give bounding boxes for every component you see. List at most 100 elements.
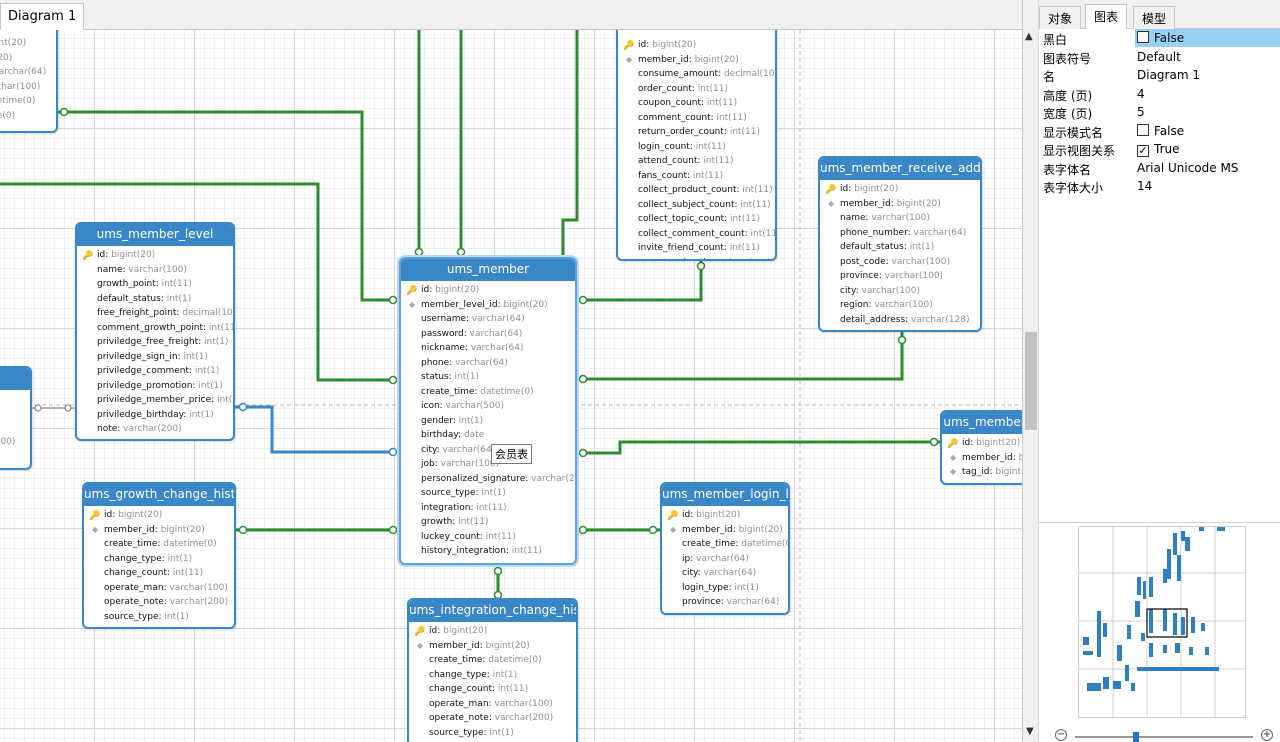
table-column-row[interactable]: change_count: int(11) [84, 566, 234, 581]
table-column-row[interactable]: create_time: datetime(0) [409, 653, 576, 668]
canvas-vertical-scrollbar[interactable] [1023, 0, 1039, 742]
table-ums-member-statistics-info[interactable]: 🔑id: bigint(20)◆member_id: bigint(20)con… [616, 30, 777, 261]
table-column-row[interactable]: integration: int(11) [401, 501, 575, 516]
table-column-row[interactable]: ◆member_level_id: bigint(20) [401, 298, 575, 313]
table-column-row[interactable]: collect_subject_count: int(11) [618, 198, 775, 213]
table-column-row[interactable]: default_status: int(1) [820, 240, 980, 255]
table-column-row[interactable]: 🔑id: bigint(20) [409, 624, 576, 639]
table-column-row[interactable]: growth: int(11) [401, 515, 575, 530]
table-column-row[interactable]: job: varchar(100) [401, 457, 575, 472]
table-column-row[interactable]: operate_note: varchar(200) [409, 711, 576, 726]
table-column-row[interactable]: personalized_signature: varchar(200) [401, 472, 575, 487]
property-value[interactable]: 4 [1137, 87, 1145, 101]
table-title[interactable]: ums_member_receive_address [820, 158, 980, 180]
table-column-row[interactable]: ◆member_id: bigint(20) [662, 523, 788, 538]
table-column-row[interactable]: invite_friend_count: int(11) [618, 241, 775, 256]
table-column-row[interactable]: bigint(20) [0, 36, 56, 51]
table-column-row[interactable]: operate_man: varchar(100) [409, 697, 576, 712]
table-column-row[interactable]: consume_amount: decimal(10, 2) [618, 67, 775, 82]
table-column-row[interactable]: ip: varchar(64) [662, 552, 788, 567]
property-row[interactable]: 高度 (页)4 [1039, 85, 1280, 104]
table-ums-member-level[interactable]: ums_member_level 🔑id: bigint(20)name: var… [75, 222, 235, 441]
zoom-thumb[interactable] [1133, 732, 1139, 742]
table-column-row[interactable]: city: varchar(64) [662, 566, 788, 581]
table-column-row[interactable]: password: varchar(64) [401, 327, 575, 342]
table-ums-member-login-log[interactable]: ums_member_login_log🔑id: bigint(20)◆memb… [660, 482, 790, 615]
table-ums-member[interactable]: ums_member🔑id: bigint(20)◆member_level_i… [399, 257, 577, 565]
table-partial-top-left[interactable]: bigint(20) int(20)e: varchar(64) varchar… [0, 30, 58, 133]
table-column-row[interactable]: province: varchar(100) [820, 269, 980, 284]
table-column-row[interactable]: fans_count: int(11) [618, 169, 775, 184]
scrollbar-thumb[interactable] [1025, 332, 1037, 430]
table-column-row[interactable]: operate_note: varchar(200) [84, 595, 234, 610]
table-column-row[interactable]: history_integration: int(11) [401, 544, 575, 559]
table-column-row[interactable]: comment_growth_point: int(11) [77, 321, 233, 336]
table-column-row[interactable]: priviledge_comment: int(1) [77, 364, 233, 379]
panel-divider[interactable] [1039, 522, 1280, 523]
table-column-row[interactable]: luckey_count: int(11) [401, 530, 575, 545]
table-column-row[interactable]: source_type: int(1) [409, 726, 576, 741]
tab-diagram-1[interactable]: Diagram 1 [0, 3, 85, 30]
table-column-row[interactable]: 🔑id: bigint(20) [84, 508, 234, 523]
table-column-row[interactable]: nickname: varchar(64) [401, 341, 575, 356]
table-column-row[interactable]: status: int(1) [401, 370, 575, 385]
table-column-row[interactable]: priviledge_member_price: int(1) [77, 393, 233, 408]
table-column-row[interactable]: change_type: int(1) [84, 552, 234, 567]
property-value[interactable]: 14 [1137, 179, 1152, 193]
table-column-row[interactable]: 🔑id: bigint(20) [618, 38, 775, 53]
table-column-row[interactable]: name: varchar(100) [820, 211, 980, 226]
table-ums-integration-change-history[interactable]: ums_integration_change_history🔑id: bigin… [407, 598, 578, 742]
table-column-row[interactable]: free_freight_point: decimal(10, 2) [77, 306, 233, 321]
table-column-row[interactable]: note: varchar(200) [77, 422, 233, 437]
table-column-row[interactable]: gender: int(1) [401, 414, 575, 429]
table-column-row[interactable]: priviledge_sign_in: int(1) [77, 350, 233, 365]
table-column-row[interactable]: city: varchar(64) [401, 443, 575, 458]
table-title[interactable]: ums_member_level [77, 224, 233, 246]
table-column-row[interactable]: priviledge_birthday: int(1) [77, 408, 233, 423]
property-row[interactable]: 宽度 (页)5 [1039, 103, 1280, 122]
table-column-row[interactable]: priviledge_promotion: int(1) [77, 379, 233, 394]
table-column-row[interactable]: ◆member_id: bigint(20) [409, 639, 576, 654]
table-column-row[interactable]: username: varchar(64) [401, 312, 575, 327]
property-value[interactable]: 5 [1137, 105, 1145, 119]
table-column-row[interactable]: 🔑id: bigint(20) [942, 436, 1022, 451]
tab-diagram[interactable]: 图表 [1085, 4, 1128, 29]
table-column-row[interactable]: ◆member_id: bigint(20) [618, 53, 775, 68]
table-column-row[interactable]: name: varchar(100) [77, 263, 233, 278]
table-title[interactable]: ums_member_login_log [662, 484, 788, 506]
tab-model[interactable]: 模型 [1133, 6, 1176, 29]
table-partial-mid-left[interactable]: 2) ar(100) [0, 366, 32, 470]
table-column-row[interactable]: collect_topic_count: int(11) [618, 212, 775, 227]
table-column-row[interactable]: 2) [0, 420, 30, 435]
table-column-row[interactable]: create_time: datetime(0) [662, 537, 788, 552]
zoom-track[interactable] [1075, 736, 1253, 738]
table-title[interactable]: ums_member [401, 259, 575, 281]
table-column-row[interactable]: birthday: date [401, 428, 575, 443]
table-column-row[interactable]: post_code: varchar(100) [820, 255, 980, 270]
table-column-row[interactable]: province: varchar(64) [662, 595, 788, 610]
property-value[interactable]: Default [1137, 50, 1181, 64]
table-column-row[interactable]: ◆tag_id: bigint(2 [942, 465, 1022, 480]
table-column-row[interactable]: time(0) [0, 109, 56, 124]
property-value[interactable]: Diagram 1 [1137, 68, 1200, 82]
table-column-row[interactable]: 🔑id: bigint(20) [77, 248, 233, 263]
table-column-row[interactable]: create_time: datetime(0) [401, 385, 575, 400]
property-row[interactable]: 显示视图关系✓True [1039, 140, 1280, 159]
table-title[interactable] [0, 368, 30, 390]
chevron-down-icon[interactable]: ▼ [1026, 726, 1034, 737]
table-column-row[interactable]: comment_count: int(11) [618, 111, 775, 126]
table-column-row[interactable]: 🔑id: bigint(20) [820, 182, 980, 197]
table-column-row[interactable]: detail_address: varchar(128) [820, 313, 980, 328]
table-column-row[interactable]: coupon_count: int(11) [618, 96, 775, 111]
table-ums-member-receive-address[interactable]: ums_member_receive_address 🔑id: bigint(20… [818, 156, 982, 332]
table-column-row[interactable]: phone_number: varchar(64) [820, 226, 980, 241]
table-title[interactable]: ums_growth_change_history [84, 484, 234, 506]
table-column-row[interactable]: icon: varchar(500) [401, 399, 575, 414]
tab-objects[interactable]: 对象 [1039, 6, 1082, 29]
zoom-out-button[interactable]: − [1055, 729, 1067, 741]
table-column-row[interactable]: ◆member_id: bigint(20) [820, 197, 980, 212]
table-column-row[interactable]: source_type: int(1) [401, 486, 575, 501]
